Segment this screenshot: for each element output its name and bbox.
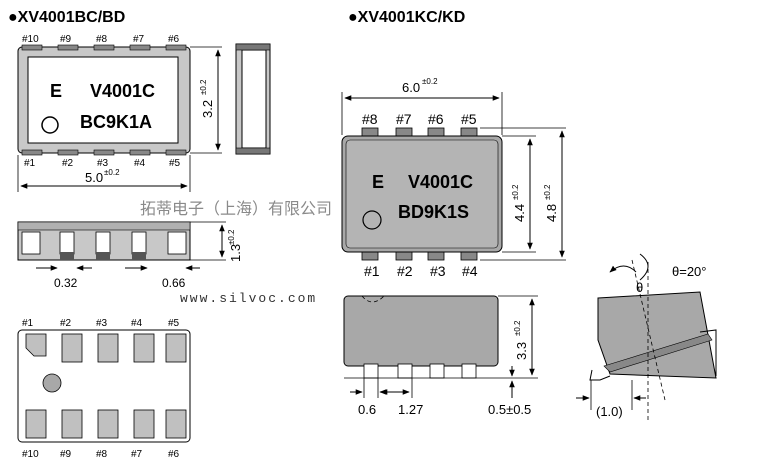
bc-side-view [235, 43, 271, 155]
kc-bottom-pin-labels: #1 #2 #3 #4 [364, 263, 478, 279]
kc-title: ●XV4001KC/KD [348, 9, 465, 26]
kc-dim-width-tol: ±0.2 [422, 77, 438, 86]
bc-title: ●XV4001BC/BD [8, 9, 125, 26]
bc-dim-width-value: 5.0 [85, 170, 103, 185]
kc-mark-line1: V4001C [408, 172, 473, 192]
watermark-company: 拓蒂电子（上海）有限公司 [140, 200, 332, 218]
bc-dim-thickness-tol: ±0.2 [227, 229, 236, 245]
kc-dim-pitch: 1.27 [398, 402, 423, 417]
bc-dim-width: 5.0 ±0.2 [17, 155, 191, 192]
kc-pin-label: #4 [462, 263, 478, 279]
kc-angle-label: θ=20° [672, 264, 706, 279]
bc-dim-pads: 0.32 0.66 [36, 265, 200, 290]
bc-dim-pad-b: 0.66 [162, 276, 186, 290]
bc-top-view: E V4001C BC9K1A [17, 44, 191, 156]
kc-mark-logo: E [372, 172, 384, 192]
bottom-index-dot [42, 373, 62, 393]
bc-pin-label: #1 [22, 318, 34, 329]
kc-dim-leads: 0.6 1.27 0.5±0.5 [350, 366, 531, 417]
bc-dim-thickness: 1.3 ±0.2 [190, 221, 243, 262]
bc-dim-pad-a: 0.32 [54, 276, 78, 290]
bc-bottom-view-pin-labels: #1 #2 #3 #4 #5 [22, 318, 180, 329]
kc-pin-label: #7 [396, 111, 412, 127]
kc-top-view: E V4001C BD9K1S [341, 127, 503, 261]
kc-top-pin-labels: #8 #7 #6 #5 [362, 111, 477, 127]
bc-pin-label: #5 [168, 318, 180, 329]
bc-pin-label: #4 [134, 158, 146, 169]
kc-pin-label: #2 [397, 263, 413, 279]
bc-pin-label: #6 [168, 34, 180, 45]
kc-dim-overall-value: 4.8 [544, 204, 559, 222]
bc-bottom-view [17, 329, 191, 443]
bc-pin-label: #3 [97, 158, 109, 169]
kc-pin-label: #6 [428, 111, 444, 127]
bc-pin-label: #7 [133, 34, 145, 45]
bc-dim-height: 3.2 ±0.2 [190, 46, 222, 154]
bc-pin-label: #10 [22, 34, 39, 45]
kc-dim-height-value: 3.3 [514, 342, 529, 360]
bc-bottom-view-pin-labels-lower: #10 #9 #8 #7 #6 [22, 449, 180, 460]
bc-pin-label: #3 [96, 318, 108, 329]
bc-top-pin-labels: #10 #9 #8 #7 #6 [22, 34, 180, 45]
bc-dim-width-tol: ±0.2 [104, 168, 120, 177]
bc-dim-thickness-value: 1.3 [228, 244, 243, 262]
kc-dim-overall: 4.8 ±0.2 [480, 127, 566, 261]
kc-dim-width: 6.0 ±0.2 [341, 77, 503, 135]
bc-pin-label: #9 [60, 34, 72, 45]
kc-dim-foot: (1.0) [596, 404, 623, 419]
bc-pin-label: #4 [131, 318, 143, 329]
kc-pin-label: #5 [461, 111, 477, 127]
kc-dim-width-value: 6.0 [402, 80, 420, 95]
kc-dim-height: 3.3 ±0.2 [498, 295, 538, 379]
bc-pin-label: #8 [96, 34, 108, 45]
kc-side-view [343, 295, 500, 379]
kc-dim-lead-length: 0.5±0.5 [488, 402, 531, 417]
bc-dim-height-tol: ±0.2 [199, 79, 208, 95]
bc-mark-logo: E [50, 81, 62, 101]
kc-dim-body-value: 4.4 [512, 204, 527, 222]
kc-dim-body-tol: ±0.2 [511, 184, 520, 200]
kc-dim-lead-width: 0.6 [358, 402, 376, 417]
kc-dim-body: 4.4 ±0.2 [502, 135, 536, 253]
pin1-index-dot [41, 116, 59, 134]
bc-pin-label: #8 [96, 449, 108, 460]
kc-pin-label: #8 [362, 111, 378, 127]
bc-pin-label: #2 [60, 318, 72, 329]
bc-bottom-pin-labels: #1 #2 #3 #4 #5 [24, 158, 181, 169]
kc-angle-symbol: θ [636, 280, 643, 295]
bc-pin-label: #10 [22, 449, 39, 460]
bc-mark-line2: BC9K1A [80, 112, 152, 132]
pin1-index-dot [362, 210, 382, 230]
bc-dim-height-value: 3.2 [200, 100, 215, 118]
bc-pin-label: #6 [168, 449, 180, 460]
bc-pin-label: #2 [62, 158, 74, 169]
bc-mark-line1: V4001C [90, 81, 155, 101]
kc-dim-overall-tol: ±0.2 [543, 184, 552, 200]
watermark-url: www.silvoc.com [180, 291, 317, 306]
kc-pin-label: #3 [430, 263, 446, 279]
bc-front-view [17, 221, 191, 261]
kc-mark-line2: BD9K1S [398, 202, 469, 222]
bc-pin-label: #9 [60, 449, 72, 460]
kc-pin-label: #1 [364, 263, 380, 279]
kc-dim-height-tol: ±0.2 [513, 320, 522, 336]
bc-pin-label: #1 [24, 158, 36, 169]
bc-pin-label: #7 [131, 449, 143, 460]
kc-tilt-view: θ θ=20° (1.0) [576, 253, 717, 420]
bc-pin-label: #5 [169, 158, 181, 169]
